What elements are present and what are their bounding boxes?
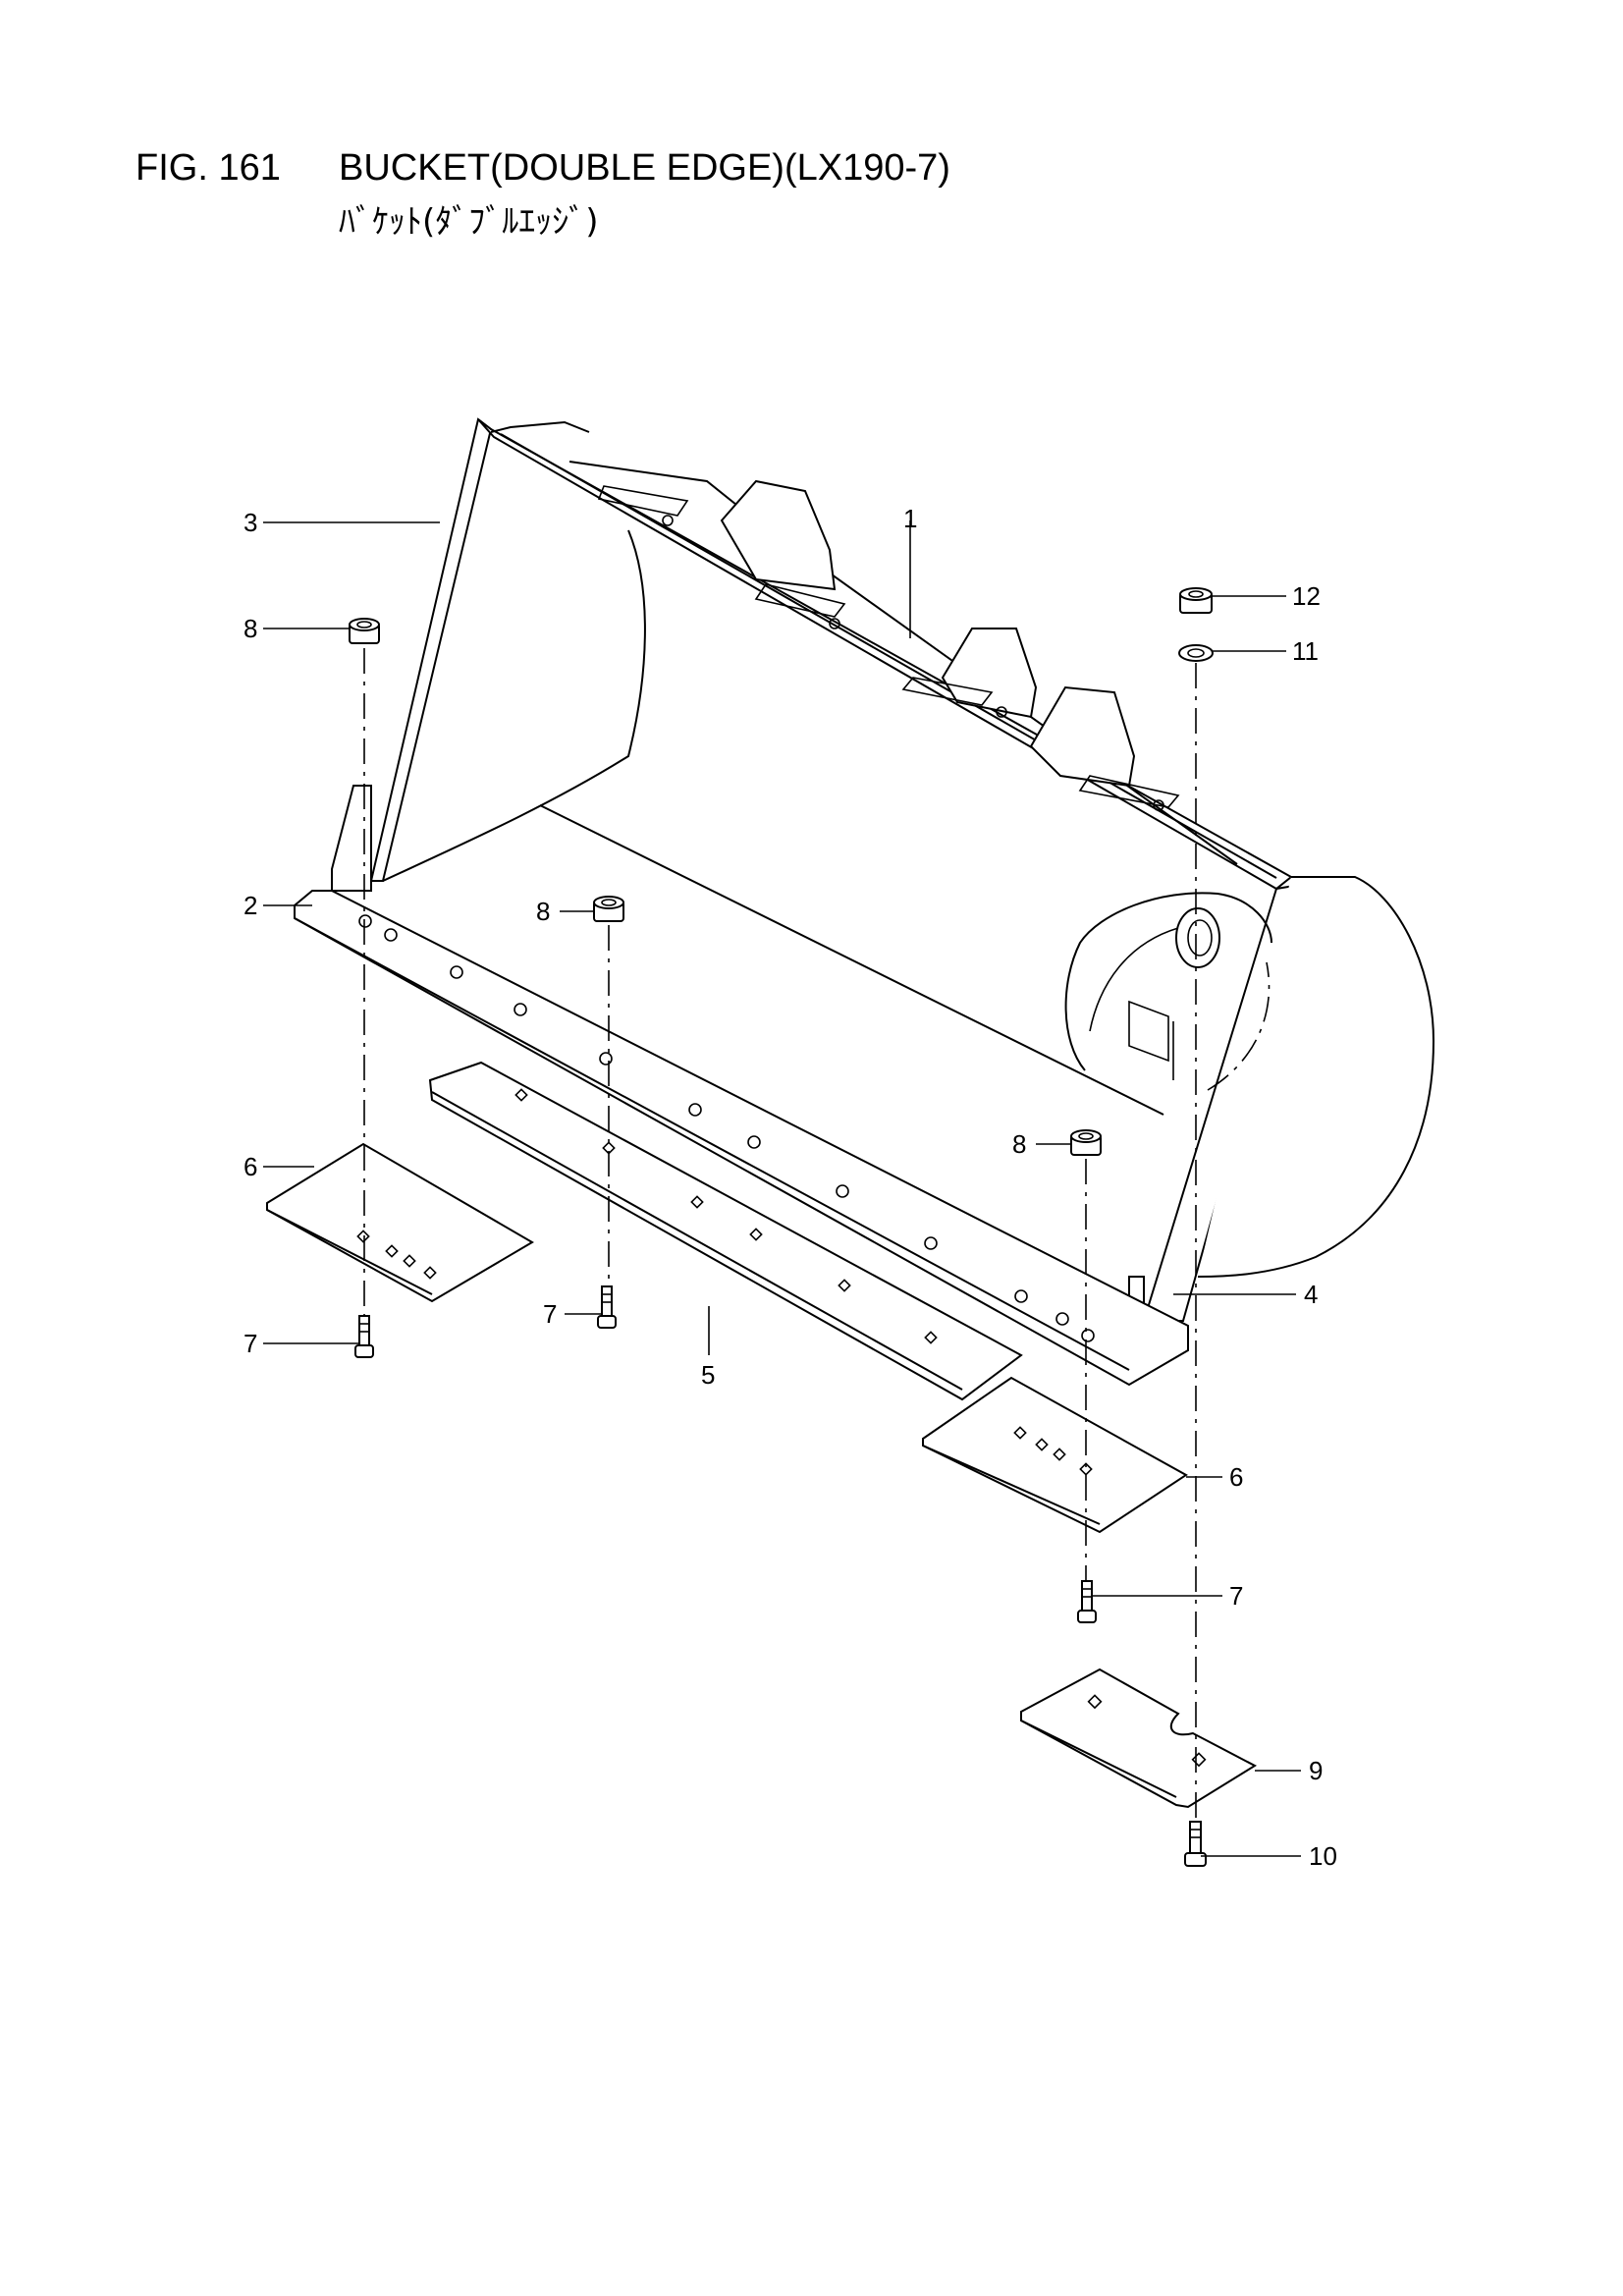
end-edge-right-hole-2 [1035, 1438, 1049, 1451]
edge-hole-5 [599, 1052, 613, 1066]
center-edge-hole-5 [838, 1279, 851, 1292]
back-bolt-3 [996, 706, 1007, 718]
end-edge-left-hole-2 [385, 1244, 399, 1258]
pivot-hidden-line [1207, 961, 1271, 1091]
gusset-2 [754, 583, 846, 618]
nut-8c [1070, 1129, 1102, 1156]
bolt-10 [1184, 1821, 1207, 1867]
center-edge-hole-2 [602, 1141, 616, 1155]
corner-plate-bevel [1020, 1720, 1177, 1798]
leader-lines [263, 520, 1301, 1857]
pivot-boss-inner [1089, 927, 1179, 1032]
center-edge-hole-6 [924, 1331, 938, 1344]
back-bolt-2 [829, 618, 840, 629]
corner-plate-hole-1 [1087, 1694, 1103, 1710]
bolt-7b [597, 1285, 617, 1329]
right-side-shell [1197, 876, 1435, 1278]
interior-curve-left [382, 529, 646, 882]
gusset-3 [901, 677, 994, 706]
bolt-7c [1077, 1580, 1097, 1623]
end-edge-right-hole-4 [1079, 1462, 1093, 1476]
callout-1: 1 [903, 504, 917, 533]
cutting-edge [294, 890, 1189, 1387]
figure-title: BUCKET(DOUBLE EDGE)(LX190-7) [339, 147, 950, 189]
cutting-edge-bevel [294, 917, 1130, 1371]
end-edge-right-bevel [922, 1445, 1101, 1525]
edge-hole-8 [836, 1184, 849, 1198]
callout-3: 3 [243, 508, 257, 537]
callout-11: 11 [1292, 636, 1319, 666]
edge-hole-6 [688, 1103, 702, 1117]
callout-6b: 6 [1229, 1462, 1243, 1492]
back-bolt-4 [1153, 799, 1164, 811]
cutting-edge-plate [294, 890, 1189, 1387]
washer-11 [1178, 644, 1214, 662]
nut-8b [593, 896, 624, 922]
back-bolt-1 [662, 515, 674, 526]
end-edge-right-hole-3 [1053, 1448, 1066, 1461]
callout-4: 4 [1304, 1280, 1318, 1309]
center-edge-plate-outline [428, 1061, 1023, 1401]
edge-hole-1 [358, 914, 372, 928]
callout-5: 5 [701, 1360, 715, 1390]
back-bracket-2 [941, 628, 1038, 719]
end-edge-right [922, 1376, 1188, 1534]
center-edge-hole-4 [749, 1228, 763, 1241]
top-back-edge [490, 420, 590, 433]
pivot-boss-outline [1064, 892, 1272, 1071]
callout-7b: 7 [543, 1299, 557, 1329]
callout-8a: 8 [243, 614, 257, 643]
callout-6a: 6 [243, 1152, 257, 1181]
back-bracket-1 [720, 479, 837, 591]
callout-9: 9 [1309, 1756, 1323, 1785]
end-edge-left-hole-4 [423, 1266, 437, 1280]
nut-8a [349, 618, 380, 644]
bolt-7a [354, 1315, 374, 1358]
pivot-hole-inner [1187, 919, 1213, 957]
center-edge-bevel [431, 1091, 963, 1391]
end-edge-left-hole-3 [403, 1254, 416, 1268]
callout-7c: 7 [1229, 1581, 1243, 1611]
edge-hole-4 [514, 1003, 527, 1016]
callout-2: 2 [243, 891, 257, 920]
left-side-wear-strip [331, 785, 372, 892]
center-edge-hole-3 [690, 1195, 704, 1209]
gusset-4 [1078, 775, 1180, 808]
edge-hole-10 [1014, 1289, 1028, 1303]
center-edge-hole-1 [514, 1088, 528, 1102]
gusset-1 [597, 485, 689, 517]
edge-hole-11 [1055, 1312, 1069, 1326]
nut-12 [1179, 587, 1213, 614]
end-edge-left [266, 1142, 534, 1303]
edge-hole-9 [924, 1236, 938, 1250]
edge-hole-3 [450, 965, 463, 979]
figure-number: FIG. 161 [135, 147, 281, 189]
end-edge-left-bevel [266, 1209, 433, 1295]
left-side-plate [369, 417, 493, 882]
end-edge-left-hole-1 [356, 1230, 370, 1243]
back-bracket-3 [1029, 685, 1136, 788]
figure-subtitle: ﾊﾞｹｯﾄ(ﾀﾞﾌﾞﾙｴｯｼﾞ) [339, 202, 599, 242]
center-edge-plate [428, 1061, 1023, 1401]
corner-plate [1020, 1667, 1258, 1809]
edge-hole-7 [747, 1135, 761, 1149]
interior-floor-line [539, 804, 1164, 1116]
edge-hole-2 [384, 928, 398, 942]
end-edge-left-outline [266, 1142, 534, 1303]
callout-12: 12 [1292, 581, 1321, 611]
callout-7a: 7 [243, 1329, 257, 1358]
callout-8b: 8 [536, 897, 550, 926]
pivot-hole-outer [1175, 907, 1220, 968]
edge-hole-12 [1081, 1329, 1095, 1342]
callout-10: 10 [1309, 1841, 1337, 1871]
pivot-bracket [1128, 1000, 1169, 1063]
top-rim-line [500, 433, 1277, 879]
bucket-body [331, 417, 1435, 1356]
end-edge-right-hole-1 [1013, 1426, 1027, 1440]
callout-8c: 8 [1012, 1129, 1026, 1159]
